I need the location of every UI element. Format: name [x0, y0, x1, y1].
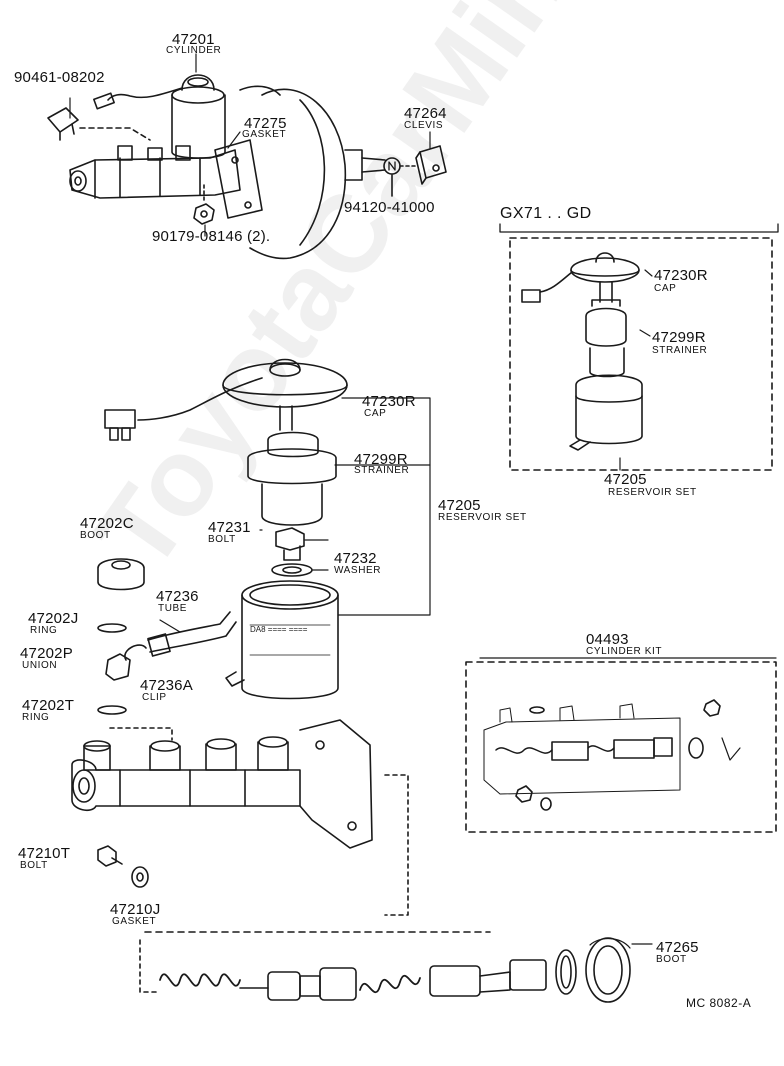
- part-name-boot-47265: BOOT: [656, 954, 687, 965]
- part-number-47299r-gd: 47299R: [652, 329, 706, 346]
- gd-reservoir-drawing: [521, 252, 643, 451]
- booster-nut-drawing: [383, 157, 401, 197]
- part-number-47231: 47231: [208, 519, 251, 536]
- part-number-47264: 47264: [404, 105, 447, 122]
- part-number-47210t: 47210T: [18, 845, 71, 862]
- reservoir-strainer-drawing: [247, 431, 337, 526]
- master-cylinder-drawing: [47, 74, 263, 225]
- part-name-cylinder-kit: CYLINDER KIT: [586, 646, 663, 657]
- part-number-47202c: 47202C: [80, 515, 134, 532]
- part-name-reservoir-set-gd: RESERVOIR SET: [608, 487, 697, 498]
- part-number-90461-08202: 90461-08202: [14, 69, 105, 86]
- part-number-94120-41000: 94120-41000: [344, 199, 435, 216]
- part-number-47230r-gd: 47230R: [654, 267, 708, 284]
- part-number-47202j: 47202J: [28, 610, 79, 627]
- bolt-47210t-drawing: [97, 845, 123, 867]
- svg-text:DA8 ==== ====: DA8 ==== ====: [250, 625, 308, 634]
- part-number-47210j: 47210J: [110, 901, 161, 918]
- reservoir-bolt-drawing: [275, 527, 305, 561]
- part-name-union: UNION: [22, 660, 58, 671]
- gasket-47210j-drawing: [131, 866, 149, 888]
- part-number-47230r: 47230R: [362, 393, 416, 410]
- part-name-strainer-gd: STRAINER: [652, 345, 708, 356]
- part-name-gasket: GASKET: [242, 129, 287, 140]
- part-name-cap: CAP: [364, 408, 387, 419]
- part-number-47299r: 47299R: [354, 451, 408, 468]
- reservoir-cap-drawing: [104, 358, 348, 441]
- part-name-ring-47202j: RING: [30, 625, 58, 636]
- tube-and-union-drawing: [97, 611, 237, 681]
- part-name-strainer: STRAINER: [354, 465, 410, 476]
- boot-47202c-drawing: [97, 558, 145, 591]
- part-name-reservoir-set: RESERVOIR SET: [438, 512, 527, 523]
- reservoir-body-drawing: DA8 ==== ====: [225, 580, 339, 700]
- ring-47202t-drawing: [97, 705, 127, 715]
- part-number-47236: 47236: [156, 588, 199, 605]
- gd-inset-frame: [509, 237, 773, 471]
- part-number-47201: 47201: [172, 31, 215, 48]
- brake-booster-drawing: [239, 85, 386, 260]
- part-number-47275: 47275: [244, 115, 287, 132]
- part-name-clip: CLIP: [142, 692, 167, 703]
- variant-group-title: GX71 . . GD: [500, 205, 592, 222]
- clevis-drawing: [399, 145, 447, 185]
- part-name-cap-gd: CAP: [654, 283, 677, 294]
- cylinder-body-drawing: [71, 719, 409, 916]
- part-number-47236a: 47236A: [140, 677, 193, 694]
- part-name-boot-47202c: BOOT: [80, 530, 111, 541]
- piston-assembly-drawing: [139, 931, 631, 1003]
- part-number-47202p: 47202P: [20, 645, 73, 662]
- part-name-clevis: CLEVIS: [404, 120, 444, 131]
- part-name-cylinder: CYLINDER: [166, 45, 222, 56]
- part-number-90179-08146: 90179-08146 (2).: [152, 228, 271, 245]
- reservoir-washer-drawing: [271, 563, 313, 577]
- part-name-ring-47202t: RING: [22, 712, 50, 723]
- part-name-washer: WASHER: [334, 565, 382, 576]
- part-name-bolt-47210t: BOLT: [20, 860, 48, 871]
- part-number-47202t: 47202T: [22, 697, 75, 714]
- part-number-47265: 47265: [656, 939, 699, 956]
- part-number-47205: 47205: [438, 497, 481, 514]
- cylinder-kit-frame: [465, 661, 777, 833]
- part-number-47205-gd: 47205: [604, 471, 647, 488]
- diagram-code: MC 8082-A: [686, 996, 752, 1010]
- part-name-tube: TUBE: [158, 603, 188, 614]
- part-number-04493: 04493: [586, 631, 629, 648]
- part-name-gasket-47210j: GASKET: [112, 916, 157, 927]
- part-name-bolt-47231: BOLT: [208, 534, 236, 545]
- part-number-47232: 47232: [334, 550, 377, 567]
- cylinder-kit-drawing: [483, 699, 741, 811]
